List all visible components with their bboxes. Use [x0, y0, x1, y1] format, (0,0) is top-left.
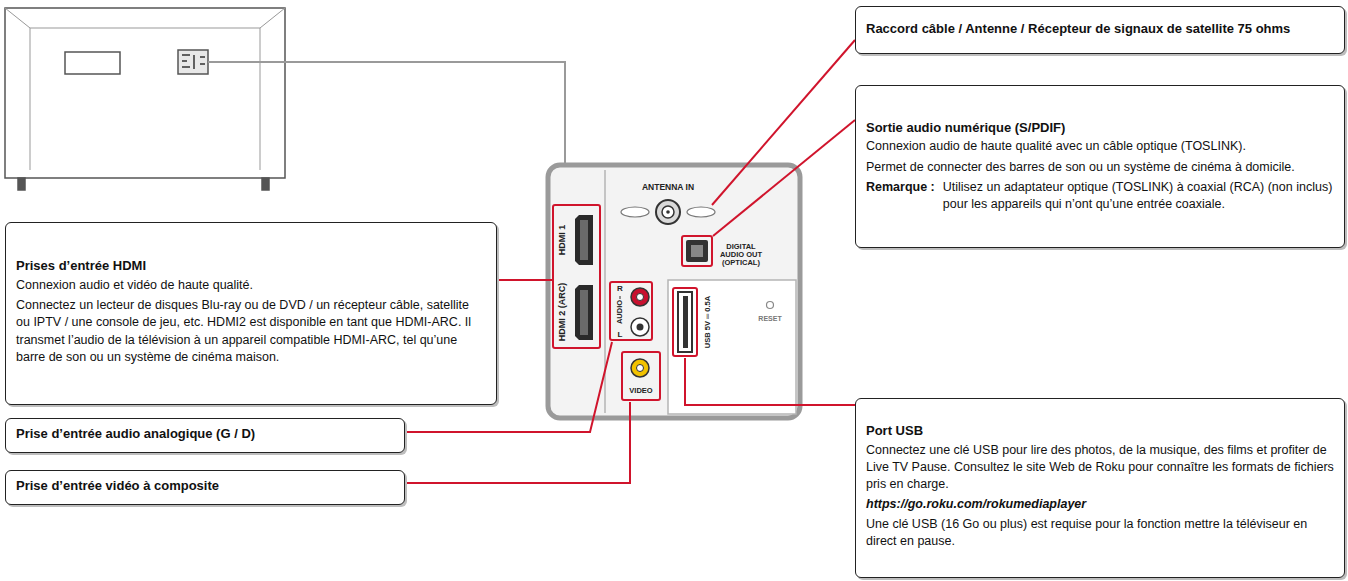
video-callout: Prise d’entrée vidéo à composite: [5, 470, 405, 505]
callout-heading: Sortie audio numérique (S/PDIF): [866, 119, 1334, 137]
port-label: VIDEO: [629, 387, 652, 395]
channel-label: L: [618, 331, 623, 339]
channel-label: R: [617, 285, 623, 293]
callout-body: Connectez une clé USB pour lire des phot…: [866, 442, 1334, 494]
callout-heading: Prise d’entrée audio analogique (G / D): [16, 425, 394, 443]
reset-button: [767, 302, 774, 309]
url-text: https://go.roku.com/rokumediaplayer: [866, 496, 1334, 513]
button-label: RESET: [758, 315, 781, 322]
hdmi-port: [575, 215, 593, 265]
callout-body: Connectez un lecteur de disques Blu-ray …: [16, 297, 486, 366]
hdmi-callout: Prises d’entrée HDMI Connexion audio et v…: [5, 222, 497, 405]
usb-callout: Port USB Connectez une clé USB pour lire …: [855, 398, 1345, 578]
port-label: DIGITAL AUDIO OUT (OPTICAL): [717, 243, 765, 267]
callout-body: Une clé USB (16 Go ou plus) est requise …: [866, 516, 1334, 551]
antenna-jack: [656, 200, 680, 224]
callout-heading: Raccord câble / Antenne / Récepteur de s…: [866, 20, 1334, 38]
rca-jack-yellow: [631, 359, 649, 377]
callout-heading: Prises d’entrée HDMI: [16, 257, 486, 275]
tv-pointer-line: [208, 62, 565, 163]
highlight-frame: [553, 205, 712, 400]
callout-body: Connexion audio et vidéo de haute qualit…: [16, 277, 486, 294]
audio-callout: Prise d’entrée audio analogique (G / D): [5, 418, 405, 453]
callout-heading: Port USB: [866, 422, 1334, 440]
optical-callout: Sortie audio numérique (S/PDIF)Connexion…: [855, 85, 1345, 248]
tv-back: [5, 8, 285, 190]
rca-jack-red: [631, 288, 649, 306]
note-text: Utilisez un adaptateur optique (TOSLINK)…: [943, 179, 1334, 214]
rca-jack-white: [631, 318, 649, 336]
antenna-callout: Raccord câble / Antenne / Récepteur de s…: [855, 6, 1345, 54]
callout-body: Permet de connecter des barres de son ou…: [866, 159, 1334, 176]
port-label: ANTENNA IN: [642, 183, 694, 192]
port-label: AUDIO: [616, 300, 624, 324]
note-label: Remarque :: [866, 179, 935, 214]
port-label: USB 5V ═ 0.5A: [704, 296, 712, 348]
usb-port: [678, 292, 692, 352]
connector-panel: [548, 165, 800, 418]
callout-body: Connexion audio de haute qualité avec un…: [866, 138, 1334, 155]
hdmi-port: [575, 285, 593, 340]
callout-heading: Prise d’entrée vidéo à composite: [16, 477, 394, 495]
port-label: HDMI 2 (ARC): [558, 283, 567, 342]
optical-port: [686, 240, 708, 262]
port-label: HDMI 1: [558, 225, 567, 256]
